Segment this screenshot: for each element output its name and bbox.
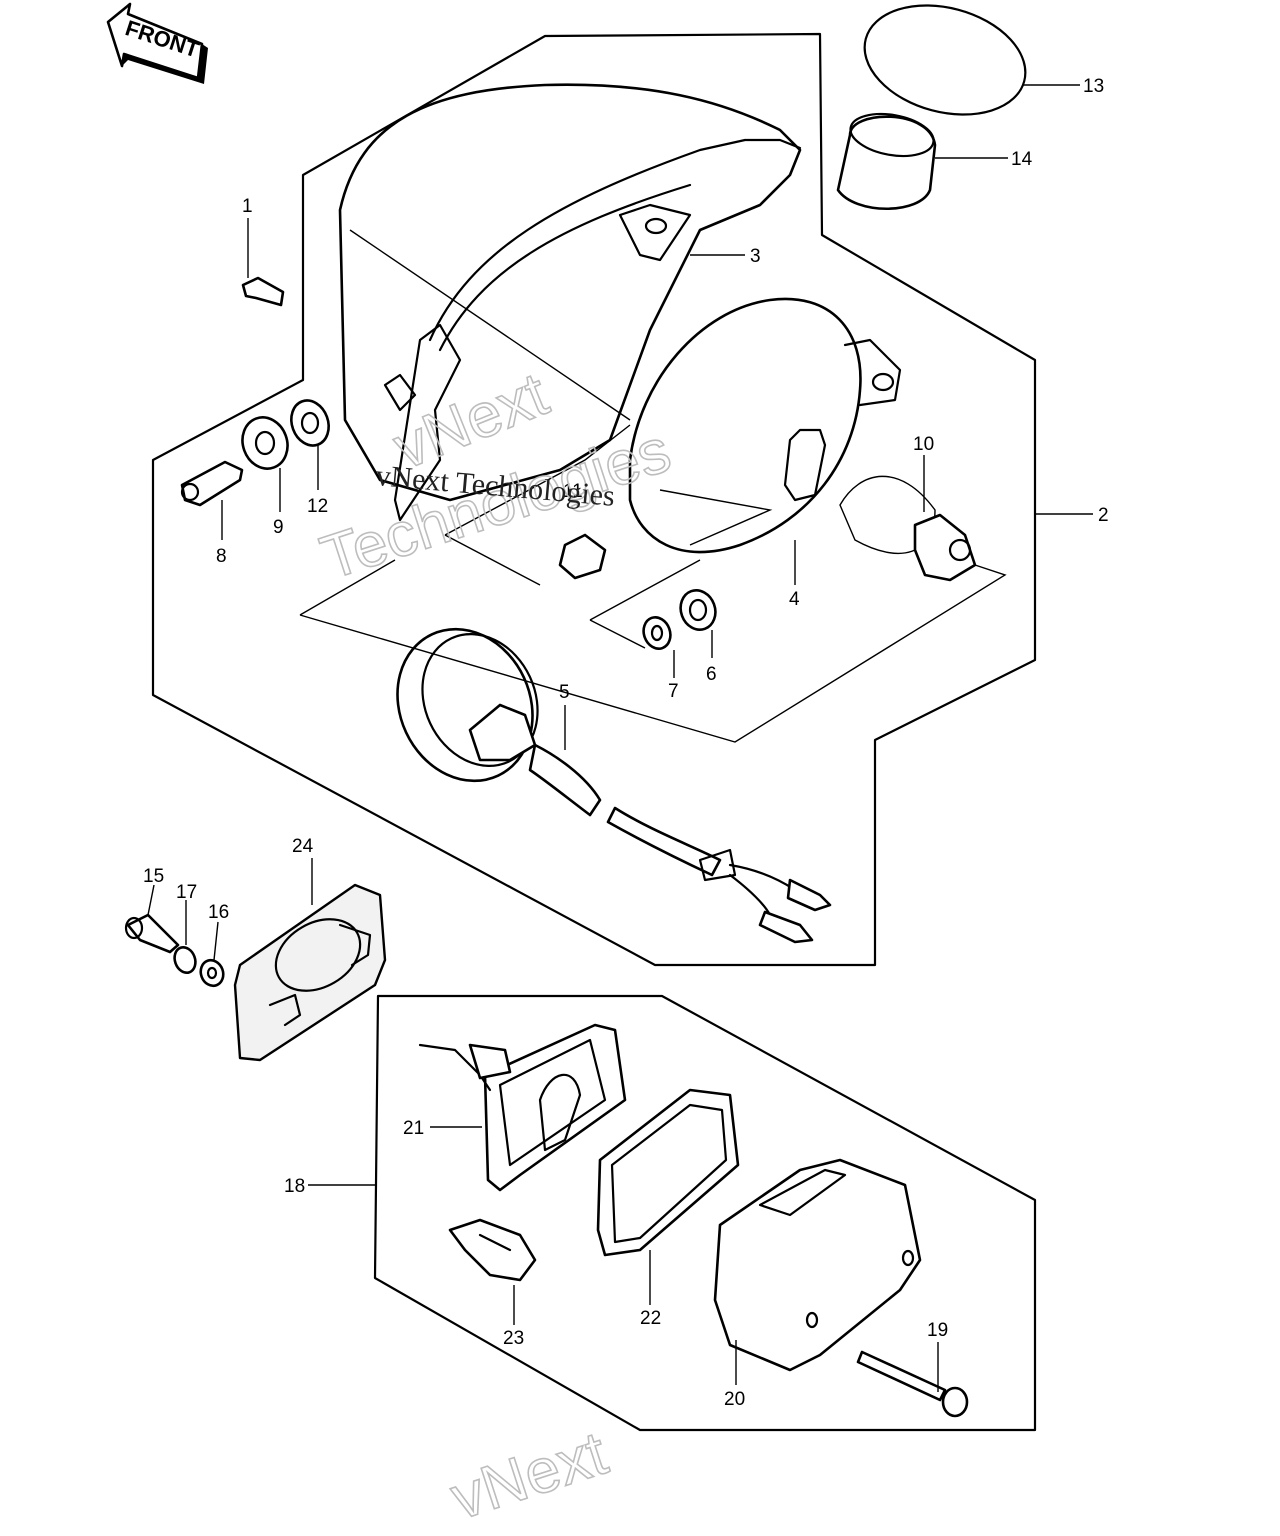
tail-bulb: [448, 1218, 537, 1282]
callout-11: 11: [563, 481, 583, 502]
lens-screw: [856, 1350, 969, 1418]
callout-12: 12: [307, 496, 328, 517]
callout-3: 3: [750, 246, 761, 267]
callout-9: 9: [273, 517, 284, 538]
taillight-assembly-outline: [373, 994, 1037, 1432]
front-arrow: FRONT: [106, 2, 208, 84]
headlight-assembly-outline: [151, 32, 1037, 967]
callout-4: 4: [789, 589, 800, 610]
headlight-bulb: [839, 475, 977, 582]
sealed-beam-unit: [396, 627, 832, 944]
taillight-gasket: [596, 1088, 740, 1257]
callout-5: 5: [559, 682, 570, 703]
callout-19: 19: [927, 1320, 948, 1341]
callout-14: 14: [1011, 149, 1033, 170]
taillight-base: [418, 1023, 627, 1192]
headlight-housing: [338, 83, 802, 522]
callout-18: 18: [284, 1176, 305, 1197]
callout-22: 22: [640, 1308, 661, 1329]
callout-15: 15: [143, 866, 164, 887]
callout-21: 21: [403, 1118, 424, 1139]
taillight-lens: [713, 1158, 922, 1372]
small-hardware: [180, 276, 717, 650]
callout-13: 13: [1083, 76, 1104, 97]
callout-23: 23: [503, 1328, 524, 1349]
callout-24: 24: [292, 836, 314, 857]
callout-2: 2: [1098, 505, 1109, 526]
callout-17: 17: [176, 882, 197, 903]
callout-labels: 1 2 3 4 5 6 7 8 9 10 11 12 13 14 15 16 1…: [143, 76, 1109, 1410]
ring-and-cap: [836, 4, 1027, 211]
callout-20: 20: [724, 1389, 745, 1410]
callout-8: 8: [216, 546, 227, 567]
headlight-rim: [628, 297, 902, 554]
license-bracket: [233, 883, 387, 1062]
bracket-hardware: [124, 913, 225, 988]
leader-lines: [147, 84, 1093, 1392]
callout-7: 7: [668, 681, 679, 702]
callout-6: 6: [706, 664, 717, 685]
callout-1: 1: [242, 196, 253, 217]
watermark-line-4: vNext: [443, 1419, 615, 1534]
callout-10: 10: [913, 434, 934, 455]
callout-16: 16: [208, 902, 229, 923]
